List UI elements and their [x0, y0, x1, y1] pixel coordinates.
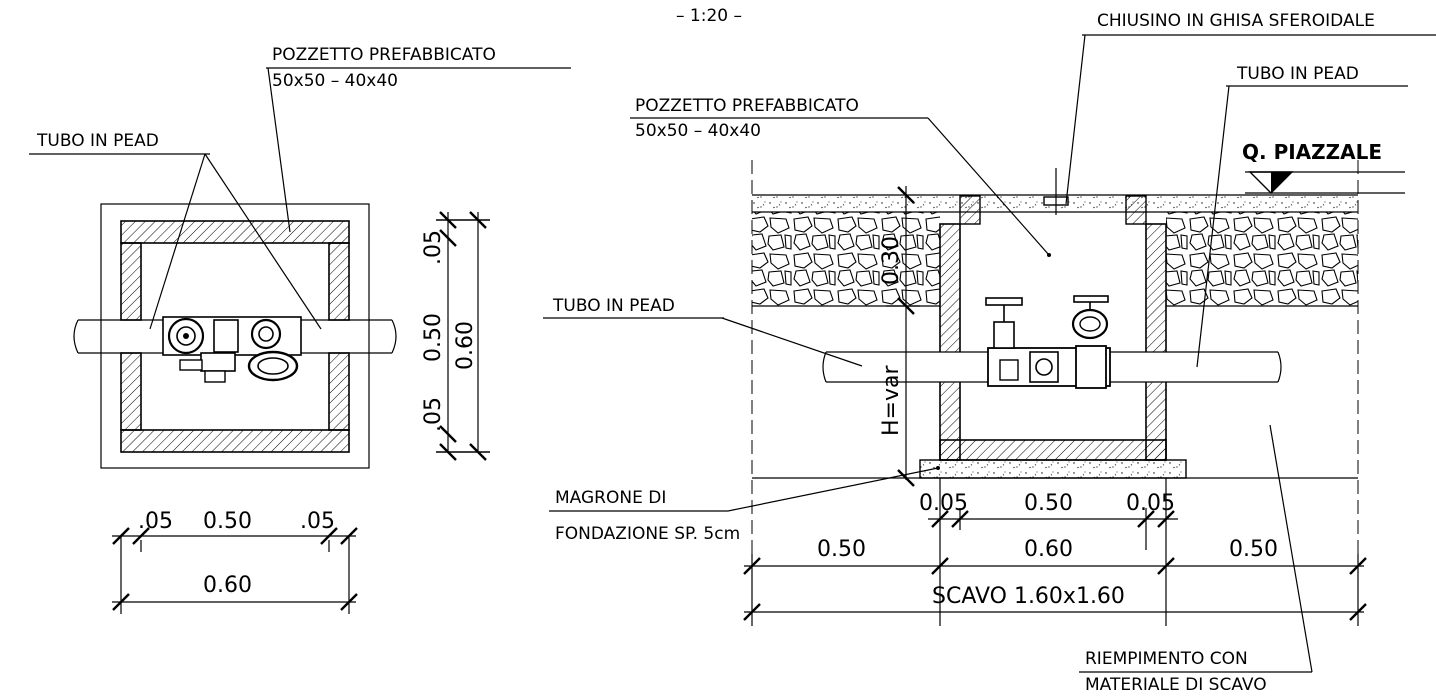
dim-b2: 0.60 — [1024, 537, 1073, 562]
magrone-slab — [919, 459, 1187, 479]
dim-v-mid: 0.50 — [421, 313, 446, 362]
plan-horizontal-dimensions: .05 0.50 .05 0.60 — [112, 509, 358, 614]
section-view: Q. PIAZZALE CHIUSINO IN GHISA SFEROIDALE… — [543, 11, 1436, 695]
plan-pozzetto-title: POZZETTO PREFABBICATO — [272, 45, 496, 65]
plan-wall-right-bottom — [328, 352, 350, 431]
section-pozzetto-leader — [927, 117, 1050, 256]
plan-tubo-leader-1 — [149, 153, 206, 330]
plan-view: POZZETTO PREFABBICATO 50x50 – 40x40 TUBO… — [29, 45, 571, 614]
plan-tubo-label: TUBO IN PEAD — [36, 131, 159, 151]
section-dimensions-row-3: SCAVO 1.60x1.60 — [743, 584, 1367, 621]
plan-outer-outline — [100, 203, 370, 469]
dim-h-left: .05 — [138, 509, 173, 534]
plan-tubo-leader-2 — [204, 153, 322, 330]
q-piazzale-label: Q. PIAZZALE — [1242, 140, 1382, 164]
plan-vertical-dimensions: .05 0.50 .05 0.60 — [421, 211, 490, 461]
plan-wall-right-top — [328, 242, 350, 321]
section-dimensions-row-1: 0.05 0.50 0.05 — [919, 478, 1178, 626]
plan-pipe-end-left — [73, 319, 79, 354]
dim-v-bot: .05 — [421, 397, 446, 432]
section-wall-left — [939, 223, 961, 461]
plan-valve-assembly — [162, 316, 302, 383]
dim-h-right: .05 — [300, 509, 335, 534]
valve-handwheel-icon — [985, 297, 1023, 306]
riempimento-leader — [1269, 424, 1313, 673]
dim-v-total: 0.60 — [453, 321, 478, 370]
tubo-left-label: TUBO IN PEAD — [552, 296, 675, 316]
cover-frame-right — [1125, 195, 1147, 225]
stone-layer-left — [752, 212, 940, 306]
tubo-top-label: TUBO IN PEAD — [1236, 64, 1359, 84]
dim-a1: 0.05 — [919, 491, 968, 516]
section-valve-assembly — [985, 295, 1111, 389]
plan-wall-bottom — [120, 429, 350, 453]
depth-label: 0.30 — [879, 236, 904, 285]
dim-a3: 0.05 — [1126, 491, 1175, 516]
h-var-label: H=var — [879, 365, 904, 436]
plan-pozzetto-leader — [267, 67, 291, 233]
dim-h-mid: 0.50 — [203, 509, 252, 534]
tubo-top-leader — [1196, 85, 1230, 368]
riempimento-label-2: MATERIALE DI SCAVO — [1085, 675, 1267, 695]
scale-label: – 1:20 – — [676, 6, 742, 26]
magrone-leader — [727, 467, 939, 512]
section-dimensions-row-2: 0.50 0.60 0.50 — [743, 537, 1367, 626]
dim-v-top: .05 — [421, 230, 446, 265]
section-pozzetto-size: 50x50 – 40x40 — [635, 121, 761, 141]
fitting-icon — [247, 350, 299, 382]
plan-wall-left-top — [120, 242, 142, 321]
plan-pozzetto-size: 50x50 – 40x40 — [272, 71, 398, 91]
hydrant-head-icon — [1071, 308, 1109, 340]
dim-b1: 0.50 — [817, 537, 866, 562]
dim-h-total: 0.60 — [203, 573, 252, 598]
scavo-label: SCAVO 1.60x1.60 — [932, 584, 1125, 609]
plan-wall-top — [120, 220, 350, 244]
plan-wall-left-bottom — [120, 352, 142, 431]
dim-b3: 0.50 — [1229, 537, 1278, 562]
dim-a2: 0.50 — [1024, 491, 1073, 516]
magrone-label-1: MAGRONE DI — [555, 488, 666, 508]
cover-frame-left — [959, 195, 981, 225]
chiusino-leader — [1065, 34, 1086, 205]
section-wall-right — [1145, 223, 1167, 461]
stone-layer-right — [1166, 212, 1358, 306]
section-base-slab — [939, 439, 1167, 461]
magrone-label-2: FONDAZIONE SP. 5cm — [555, 524, 740, 544]
handwheel-icon — [250, 318, 282, 350]
tubo-left-leader — [721, 317, 863, 367]
section-pozzetto-title: POZZETTO PREFABBICATO — [635, 96, 859, 116]
riempimento-label-1: RIEMPIMENTO CON — [1085, 649, 1248, 669]
chiusino-label: CHIUSINO IN GHISA SFEROIDALE — [1097, 11, 1375, 31]
plan-pipe-end-right — [391, 319, 397, 354]
